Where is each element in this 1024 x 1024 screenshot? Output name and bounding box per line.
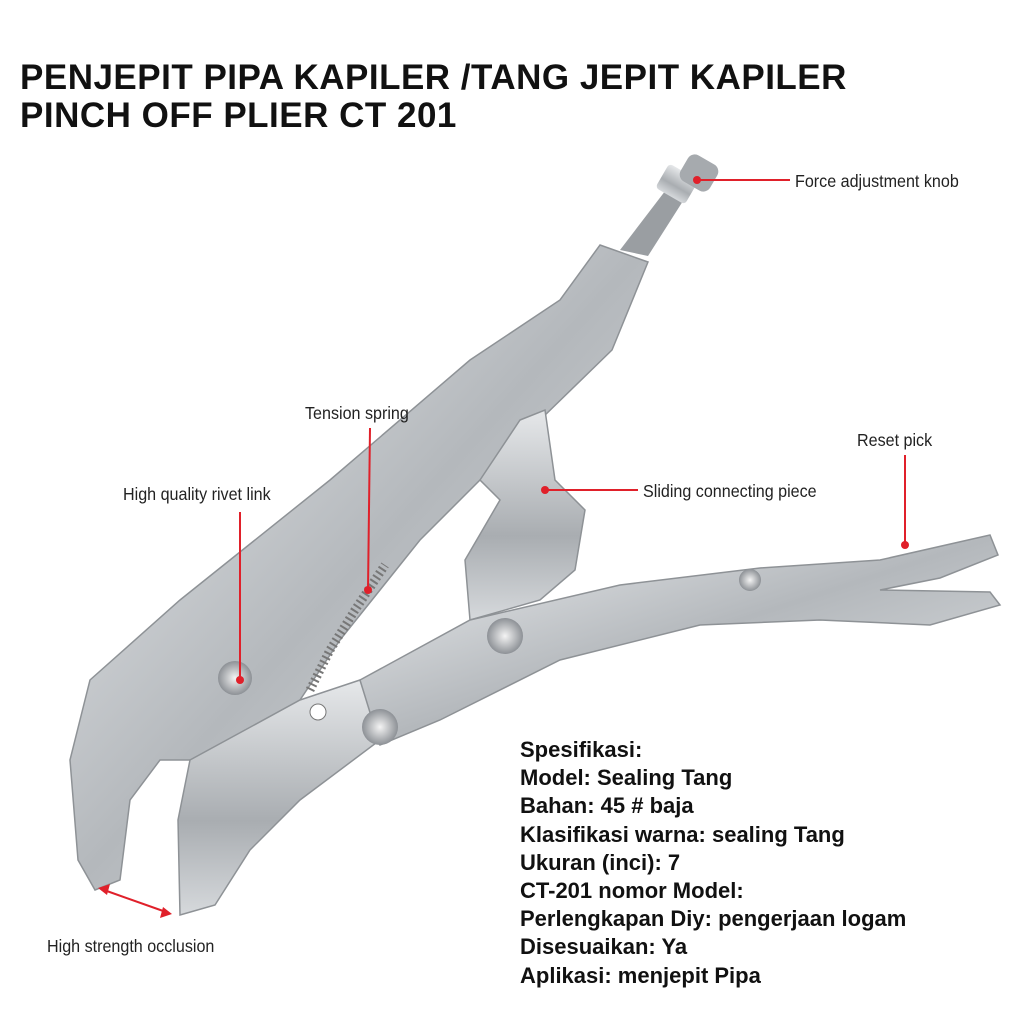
rivet — [362, 709, 398, 745]
pivot-hole — [309, 703, 327, 721]
spec-item: Model: Sealing Tang — [520, 765, 733, 791]
label-rivet-link: High quality rivet link — [123, 484, 271, 504]
rivet — [739, 569, 761, 591]
title-line-2: PINCH OFF PLIER CT 201 — [20, 96, 457, 135]
spec-item: CT-201 nomor Model: — [520, 878, 744, 904]
sliding-connecting-piece — [464, 408, 586, 621]
title-line-1: PENJEPIT PIPA KAPILER /TANG JEPIT KAPILE… — [20, 58, 847, 97]
spec-item: Perlengkapan Diy: pengerjaan logam — [520, 906, 907, 932]
spec-item: Ukuran (inci): 7 — [520, 849, 681, 875]
rivet — [487, 618, 523, 654]
specifications-list: Spesifikasi: Model: Sealing Tang Bahan: … — [520, 736, 906, 990]
label-sliding-connecting-piece: Sliding connecting piece — [643, 481, 817, 501]
rivet — [218, 661, 252, 695]
label-force-adjustment-knob: Force adjustment knob — [795, 171, 959, 191]
spec-item: Aplikasi: menjepit Pipa — [520, 962, 761, 988]
label-high-strength-occlusion: High strength occlusion — [47, 936, 215, 956]
spec-heading: Spesifikasi: — [520, 737, 643, 762]
spec-item: Klasifikasi warna: sealing Tang — [520, 821, 845, 847]
label-reset-pick: Reset pick — [857, 430, 933, 450]
annotation-lines — [98, 176, 909, 918]
spec-item: Disesuaikan: Ya — [520, 934, 688, 960]
lower-handle — [359, 534, 1002, 747]
force-adjustment-knob — [620, 154, 719, 256]
spec-item: Bahan: 45 # baja — [520, 793, 694, 819]
label-tension-spring: Tension spring — [305, 403, 409, 423]
